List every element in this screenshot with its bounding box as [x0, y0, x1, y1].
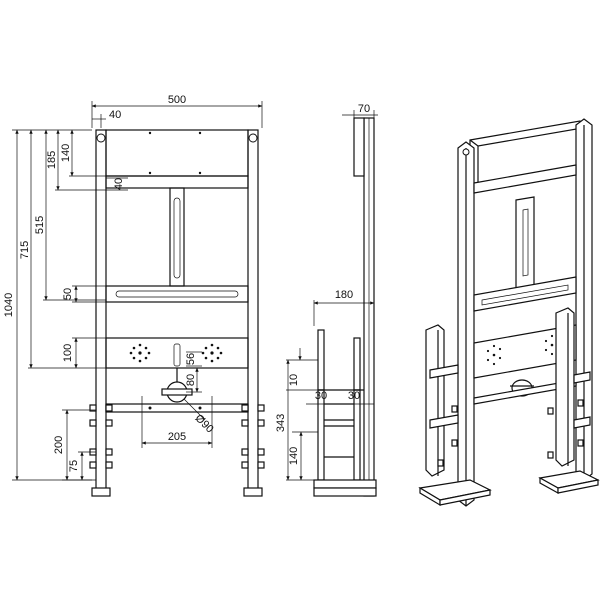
- iso-leg-front-left: [425, 324, 445, 477]
- left-post: [95, 129, 107, 491]
- right-foot: [243, 487, 263, 497]
- iso-lower-plate: [473, 324, 577, 379]
- side-leg-rear-upper: [353, 337, 361, 391]
- bottom-crossbar: [105, 403, 249, 413]
- isometric-view: [418, 118, 600, 507]
- lower-plate: [105, 337, 249, 369]
- iso-middle-crossbar: [473, 276, 577, 312]
- side-base: [313, 479, 377, 489]
- dim-70: 70: [358, 103, 370, 115]
- dim-30-right: 30: [348, 390, 360, 402]
- side-top-flange: [353, 117, 365, 177]
- dim-500: 500: [168, 94, 186, 106]
- dim-1040: 1040: [3, 293, 15, 317]
- dim-515: 515: [34, 216, 46, 234]
- iso-leg-right: [555, 307, 575, 467]
- side-leg-front-upper: [317, 329, 325, 391]
- dim-100: 100: [62, 344, 74, 362]
- horizontal-slot: [115, 290, 239, 298]
- side-leg-front-lower: [317, 389, 325, 481]
- dim-50: 50: [62, 288, 74, 300]
- front-view: 500 40 1040 715 515 185 140 40: [3, 94, 265, 497]
- dim-80: 80: [185, 374, 197, 386]
- right-post: [247, 129, 259, 491]
- dim-40-bar: 40: [113, 178, 125, 190]
- dim-10: 10: [288, 374, 300, 386]
- dim-205: 205: [168, 431, 186, 443]
- right-top-bolt: [248, 133, 258, 143]
- dim-185: 185: [46, 151, 58, 169]
- vertical-slot-plate: [169, 187, 185, 287]
- right-perforation-pattern: [201, 343, 223, 363]
- left-perforation-pattern: [129, 343, 151, 363]
- right-post-brackets: [241, 404, 265, 469]
- dim-343: 343: [275, 414, 287, 432]
- top-box: [105, 129, 249, 177]
- iso-slot-plate: [515, 196, 535, 289]
- dim-40-top: 40: [109, 109, 121, 121]
- dim-140-top: 140: [60, 144, 72, 162]
- dim-75: 75: [68, 460, 80, 472]
- side-view: 70 180 30 30 10 343 140: [275, 103, 378, 497]
- middle-crossbar: [105, 285, 249, 303]
- dim-180: 180: [335, 289, 353, 301]
- vertical-slot: [173, 197, 181, 279]
- left-top-bolt: [96, 133, 106, 143]
- dim-200: 200: [53, 436, 65, 454]
- left-foot: [91, 487, 111, 497]
- dim-715: 715: [19, 241, 31, 259]
- dim-56: 56: [185, 353, 197, 365]
- dim-140-side: 140: [288, 447, 300, 465]
- dim-30-left: 30: [315, 390, 327, 402]
- side-leg-rear-lower: [353, 389, 361, 481]
